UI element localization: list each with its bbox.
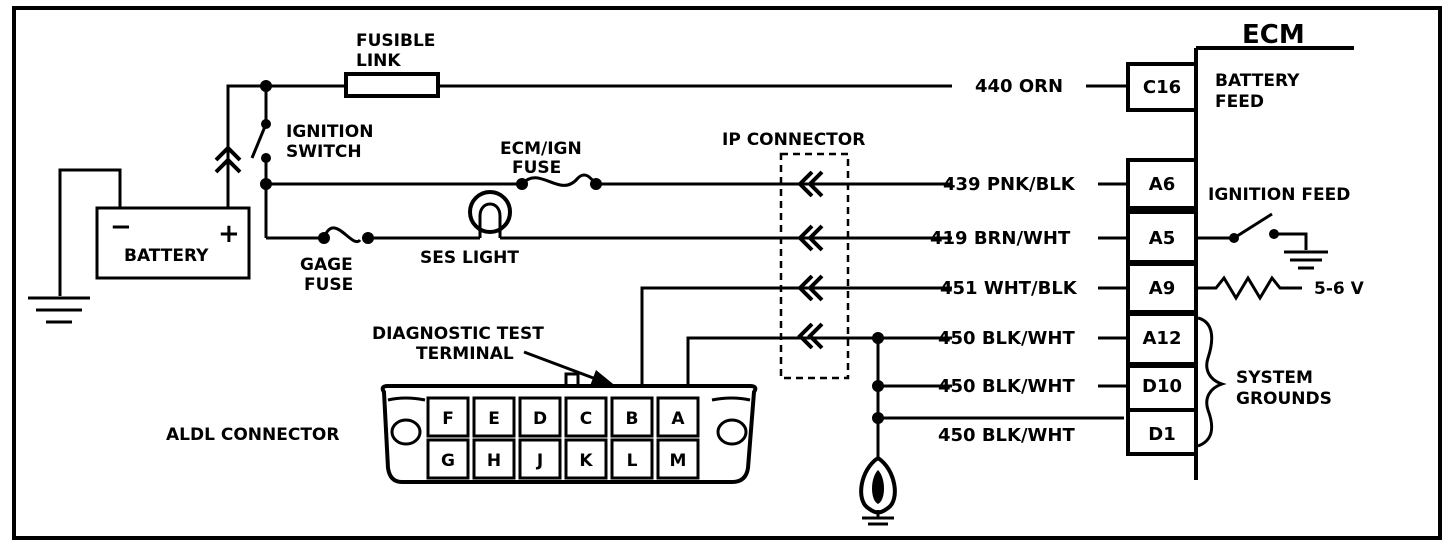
aldl-pin-label: K xyxy=(579,451,593,471)
aldl-pin-e: E xyxy=(472,396,516,438)
ecm-pin-c16: C16 xyxy=(1126,62,1198,112)
aldl-pin-k: K xyxy=(564,438,608,480)
ecm-ign-fuse-label-2: FUSE xyxy=(512,158,561,178)
wire-label-450-b: 450 BLK/WHT xyxy=(938,376,1075,397)
fusible-link-label-2: LINK xyxy=(356,51,401,71)
ecm-ign-fuse xyxy=(516,173,602,190)
fusible-link xyxy=(344,72,440,98)
aldl-pin-label: F xyxy=(442,409,454,429)
battery-feed-label-1: BATTERY xyxy=(1215,71,1300,91)
pin-label: C16 xyxy=(1143,77,1181,98)
diagnostic-test-terminal-label-2: TERMINAL xyxy=(416,344,514,364)
ip-connector-label: IP CONNECTOR xyxy=(722,130,865,150)
diagram-border xyxy=(12,6,1442,540)
system-grounds-brace xyxy=(1197,316,1227,448)
gage-fuse-label-2: FUSE xyxy=(304,275,353,295)
wire-label-439: 439 PNK/BLK xyxy=(943,174,1076,195)
wire-label-451: 451 WHT/BLK xyxy=(940,278,1078,299)
ses-light-label: SES LIGHT xyxy=(420,248,519,268)
ip-connector-chevrons xyxy=(797,170,824,350)
pin-label: D10 xyxy=(1142,376,1182,397)
aldl-pin-j: J xyxy=(518,438,562,480)
aldl-pin-grid: F E D C B A G H J K L M xyxy=(426,396,700,480)
battery-ground-symbol xyxy=(28,296,90,324)
wire-label-440: 440 ORN xyxy=(975,76,1063,97)
aldl-pin-label: M xyxy=(670,451,687,471)
ignition-switch-label-1: IGNITION xyxy=(286,122,373,142)
junction-dot xyxy=(872,332,884,344)
pin-label: A5 xyxy=(1149,228,1175,249)
gage-fuse xyxy=(318,226,374,244)
aldl-pin-label: H xyxy=(487,451,501,471)
aldl-pin-h: H xyxy=(472,438,516,480)
diagnostic-test-terminal-arrow xyxy=(523,350,618,388)
diagnostic-test-terminal-label-1: DIAGNOSTIC TEST xyxy=(372,324,544,344)
battery-minus-sign: − xyxy=(110,212,132,242)
wire-label-450-c: 450 BLK/WHT xyxy=(938,425,1075,446)
battery: BATTERY − + xyxy=(95,206,251,280)
aldl-pin-g: G xyxy=(426,438,470,480)
aldl-pin-a: A xyxy=(656,396,700,438)
system-grounds-label-2: GROUNDS xyxy=(1236,389,1332,409)
gage-fuse-label-1: GAGE xyxy=(300,255,353,275)
aldl-pin-label: A xyxy=(671,409,685,429)
ecm-ign-fuse-label-1: ECM/IGN xyxy=(500,139,582,159)
chassis-ground-symbol xyxy=(859,455,897,526)
ignition-switch xyxy=(250,86,271,238)
pin-label: D1 xyxy=(1148,424,1175,445)
pin-label: A12 xyxy=(1143,328,1182,349)
aldl-pin-label: D xyxy=(533,409,547,429)
wire-label-450-a: 450 BLK/WHT xyxy=(938,328,1075,349)
ignition-feed-switch xyxy=(1196,212,1328,270)
aldl-pin-label: B xyxy=(626,409,639,429)
ignition-feed-label: IGNITION FEED xyxy=(1208,185,1350,205)
aldl-pin-f: F xyxy=(426,396,470,438)
aldl-pin-d: D xyxy=(518,396,562,438)
aldl-pin-b: B xyxy=(610,396,654,438)
ip-connector xyxy=(779,152,850,380)
ecm: ECM BATTERY FEED xyxy=(1194,20,1354,480)
aldl-pin-label: C xyxy=(580,409,592,429)
aldl-mount-hole-left xyxy=(390,418,422,446)
battery-feed-label-2: FEED xyxy=(1215,92,1264,112)
aldl-pin-l: L xyxy=(610,438,654,480)
battery-plus-sign: + xyxy=(218,219,240,249)
battery-label: BATTERY xyxy=(124,246,209,266)
aldl-pin-label: J xyxy=(536,451,543,471)
reference-resistor xyxy=(1196,275,1302,301)
aldl-pin-label: E xyxy=(488,409,500,429)
fusible-link-label-1: FUSIBLE xyxy=(356,31,435,51)
ignition-switch-label-2: SWITCH xyxy=(286,142,362,162)
aldl-pin-label: L xyxy=(627,451,638,471)
ecm-pin-block: A6 A5 A9 A12 D10 D1 xyxy=(1126,158,1198,456)
pin-label: A9 xyxy=(1149,278,1175,299)
aldl-pin-label: G xyxy=(441,451,455,471)
wire-label-419: 419 BRN/WHT xyxy=(930,228,1071,249)
five-six-v-label: 5-6 V xyxy=(1314,279,1365,299)
aldl-connector-label: ALDL CONNECTOR xyxy=(166,425,339,445)
ecm-label: ECM xyxy=(1242,20,1305,50)
battery-positive-connector-chevron xyxy=(214,145,242,174)
pin-label: A6 xyxy=(1149,174,1175,195)
aldl-pin-m: M xyxy=(656,438,700,480)
system-grounds-label-1: SYSTEM xyxy=(1236,368,1313,388)
aldl-pin-c: C xyxy=(564,396,608,438)
aldl-mount-hole-right xyxy=(716,418,748,446)
ses-light-bulb xyxy=(468,190,512,238)
